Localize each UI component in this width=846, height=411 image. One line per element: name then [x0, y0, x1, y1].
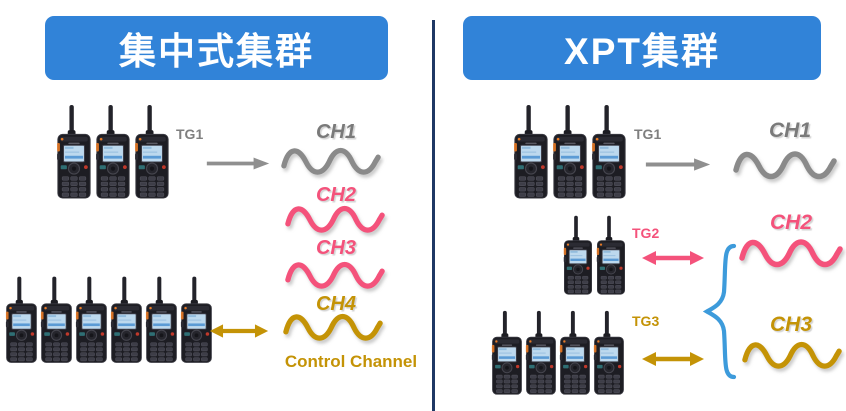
left-radio-group-tg1: [55, 104, 172, 199]
radio-icon: [562, 209, 594, 301]
radio-icon: [590, 104, 628, 199]
radio-icon: [4, 273, 39, 366]
right-radio-group-tg3: [490, 305, 626, 400]
radio-icon: [144, 273, 179, 366]
right-ch2-label: CH2: [769, 211, 812, 234]
right-tg3-label: TG3: [632, 313, 660, 329]
ch2-wave-icon: [285, 200, 385, 240]
radio-icon: [74, 273, 109, 366]
panel-divider: [432, 20, 435, 411]
radio-icon: [39, 273, 74, 366]
left-panel-title: 集中式集群: [119, 32, 314, 73]
radio-icon: [551, 104, 589, 199]
radio-icon: [133, 104, 171, 199]
ch4-wave-icon: [283, 308, 383, 348]
ch1-wave-icon: [733, 145, 837, 187]
right-ch3-label: CH3: [769, 313, 812, 336]
right-radio-group-tg2: [562, 209, 628, 301]
right-arrow-icon: [205, 155, 271, 172]
double-arrow-icon: [640, 350, 706, 368]
ch1-wave-icon: [281, 142, 381, 182]
control-channel-label: Control Channel: [284, 352, 418, 371]
double-arrow-icon: [208, 322, 270, 340]
left-ch1-label: CH1: [315, 121, 356, 143]
curly-brace-icon: [701, 242, 739, 382]
left-radio-group-control: [4, 273, 214, 366]
right-panel: XPT集群 TG1 CH1 TG2 CH2 TG3 CH3: [436, 0, 846, 411]
right-tg2-label: TG2: [632, 225, 660, 241]
radio-icon: [55, 104, 93, 199]
left-panel: 集中式集群 TG1 CH1 CH2 CH3 CH4 Control Channe…: [0, 16, 418, 371]
right-radio-group-tg1: [512, 104, 629, 199]
ch2-wave-icon: [739, 234, 843, 274]
radio-icon: [94, 104, 132, 199]
ch3-wave-icon: [742, 336, 842, 376]
radio-icon: [490, 305, 524, 400]
right-ch1-label: CH1: [768, 119, 811, 142]
radio-icon: [524, 305, 558, 400]
radio-icon: [595, 209, 627, 301]
left-panel-title-banner: 集中式集群: [45, 16, 388, 80]
left-ch3-label: CH3: [315, 237, 356, 259]
right-panel-title: XPT集群: [564, 31, 720, 72]
radio-icon: [592, 305, 626, 400]
radio-icon: [512, 104, 550, 199]
double-arrow-icon: [640, 249, 706, 267]
ch3-wave-icon: [285, 256, 385, 296]
left-ch4-label: CH4: [315, 293, 356, 315]
right-arrow-icon: [642, 156, 714, 173]
radio-icon: [109, 273, 144, 366]
right-panel-title-banner: XPT集群: [463, 16, 821, 80]
left-ch2-label: CH2: [315, 184, 356, 206]
left-tg1-label: TG1: [176, 126, 204, 142]
right-tg1-label: TG1: [634, 126, 662, 142]
radio-icon: [179, 273, 214, 366]
radio-icon: [558, 305, 592, 400]
